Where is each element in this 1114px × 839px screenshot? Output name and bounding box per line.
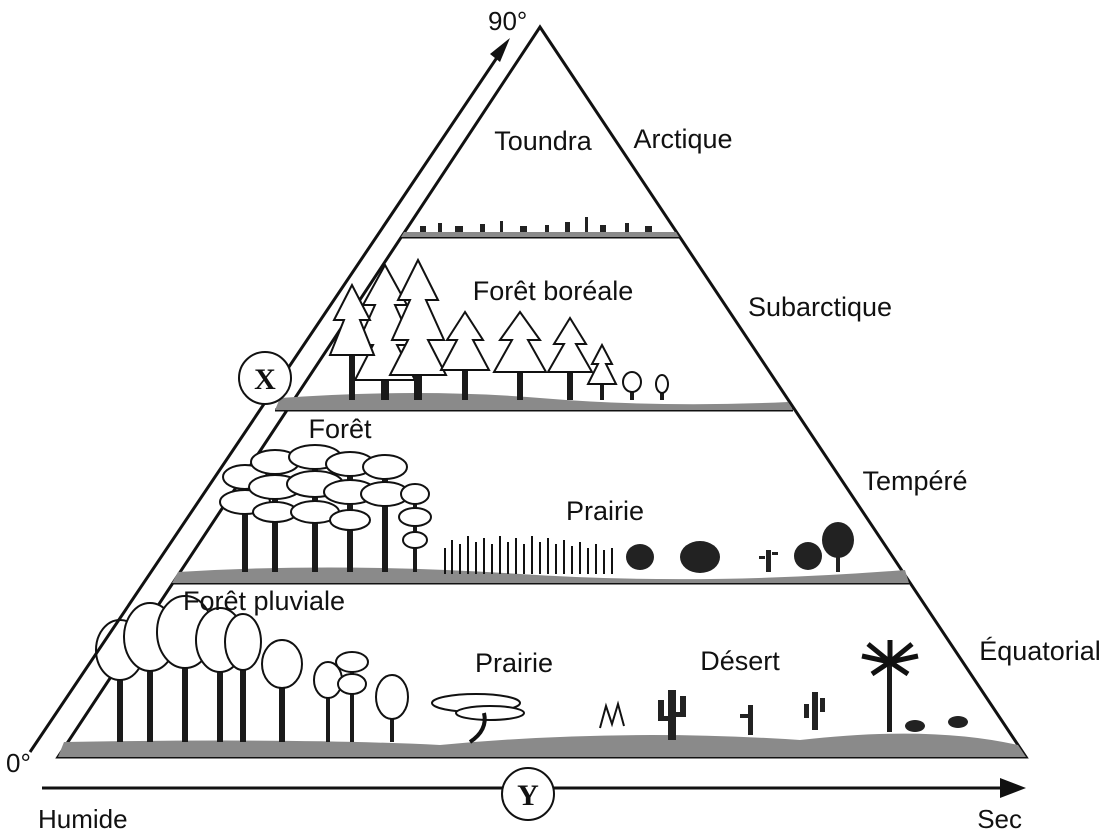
axis-x-marker: X	[238, 351, 292, 405]
palm-tree	[861, 640, 919, 732]
temperate-grassland	[444, 536, 613, 574]
zone-label-arctic: Arctique	[633, 124, 732, 154]
zone-label-temperate: Tempéré	[862, 466, 967, 496]
biome-label-rainforest: Forêt pluviale	[183, 586, 345, 616]
biome-label-tundra: Toundra	[494, 126, 593, 156]
ground-strips	[58, 232, 1026, 757]
tropical-grassland	[431, 693, 625, 744]
biome-label-temperate-forest: Forêt	[308, 414, 372, 444]
boreal-trees	[328, 257, 669, 400]
biome-label-boreal-forest: Forêt boréale	[473, 276, 634, 306]
angle-top-label: 90°	[488, 6, 527, 36]
desert-cacti	[658, 690, 968, 740]
biome-label-temperate-grassland: Prairie	[566, 496, 644, 526]
temperate-shrubs	[626, 522, 854, 573]
biome-label-tropical-grassland: Prairie	[475, 648, 553, 678]
angle-bottom-label: 0°	[6, 748, 31, 778]
zone-label-subarctic: Subarctique	[748, 292, 892, 322]
temperate-forest-trees	[219, 444, 432, 572]
tundra-vegetation	[420, 217, 652, 232]
axis-x-letter: X	[254, 363, 276, 396]
axis-y-letter: Y	[517, 779, 539, 812]
zone-label-equatorial: Équatorial	[979, 636, 1101, 666]
axis-y-marker: Y	[501, 767, 555, 821]
rainforest-trees	[95, 595, 409, 742]
axis-y-right-label: Sec	[977, 804, 1022, 834]
axis-y-left-label: Humide	[38, 804, 128, 834]
biome-label-desert: Désert	[700, 646, 780, 676]
